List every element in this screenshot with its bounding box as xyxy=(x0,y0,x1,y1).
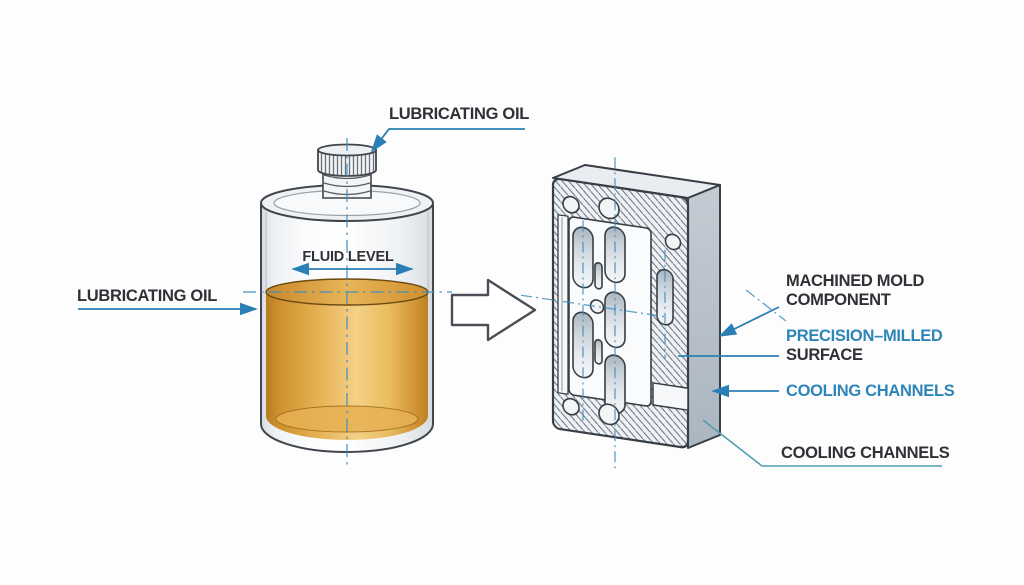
bottle-centerlines xyxy=(243,138,452,468)
transform-arrow-icon xyxy=(450,278,537,342)
cooling-channels-upper-label: COOLING CHANNELS xyxy=(786,382,955,400)
bottle-rim xyxy=(260,184,434,222)
leader-cooling-lower xyxy=(702,419,942,467)
left-channel xyxy=(557,214,569,395)
leader-lines xyxy=(78,128,942,467)
mold-centerlines-plane xyxy=(521,157,666,473)
machined-mold-label-line2: COMPONENT xyxy=(786,291,891,309)
precision-milled-label: PRECISION–MILLED SURFACE xyxy=(786,327,943,365)
cap-label: LUBRICATING OIL xyxy=(389,105,530,123)
precision-milled-label-line1: PRECISION–MILLED xyxy=(786,327,943,345)
axis-stub xyxy=(745,289,787,322)
side-oil-label: LUBRICATING OIL xyxy=(77,287,218,305)
machined-mold-label-line1: MACHINED MOLD xyxy=(786,272,925,290)
mold-holes xyxy=(562,195,682,426)
cooling-channel-notch xyxy=(652,382,689,411)
mold-component xyxy=(521,157,787,473)
fluid-level-label: FLUID LEVEL xyxy=(302,249,394,265)
mold-front-face xyxy=(521,157,690,473)
leader-machined-mold xyxy=(718,306,780,337)
leader-cap-label xyxy=(370,128,525,153)
cooling-channels-lower-label: COOLING CHANNELS xyxy=(781,444,950,462)
precision-milled-label-line2: SURFACE xyxy=(786,346,863,364)
oil-bottle xyxy=(243,138,452,468)
mold-side-face xyxy=(687,184,721,449)
machined-mold-label: MACHINED MOLD COMPONENT xyxy=(786,272,924,310)
